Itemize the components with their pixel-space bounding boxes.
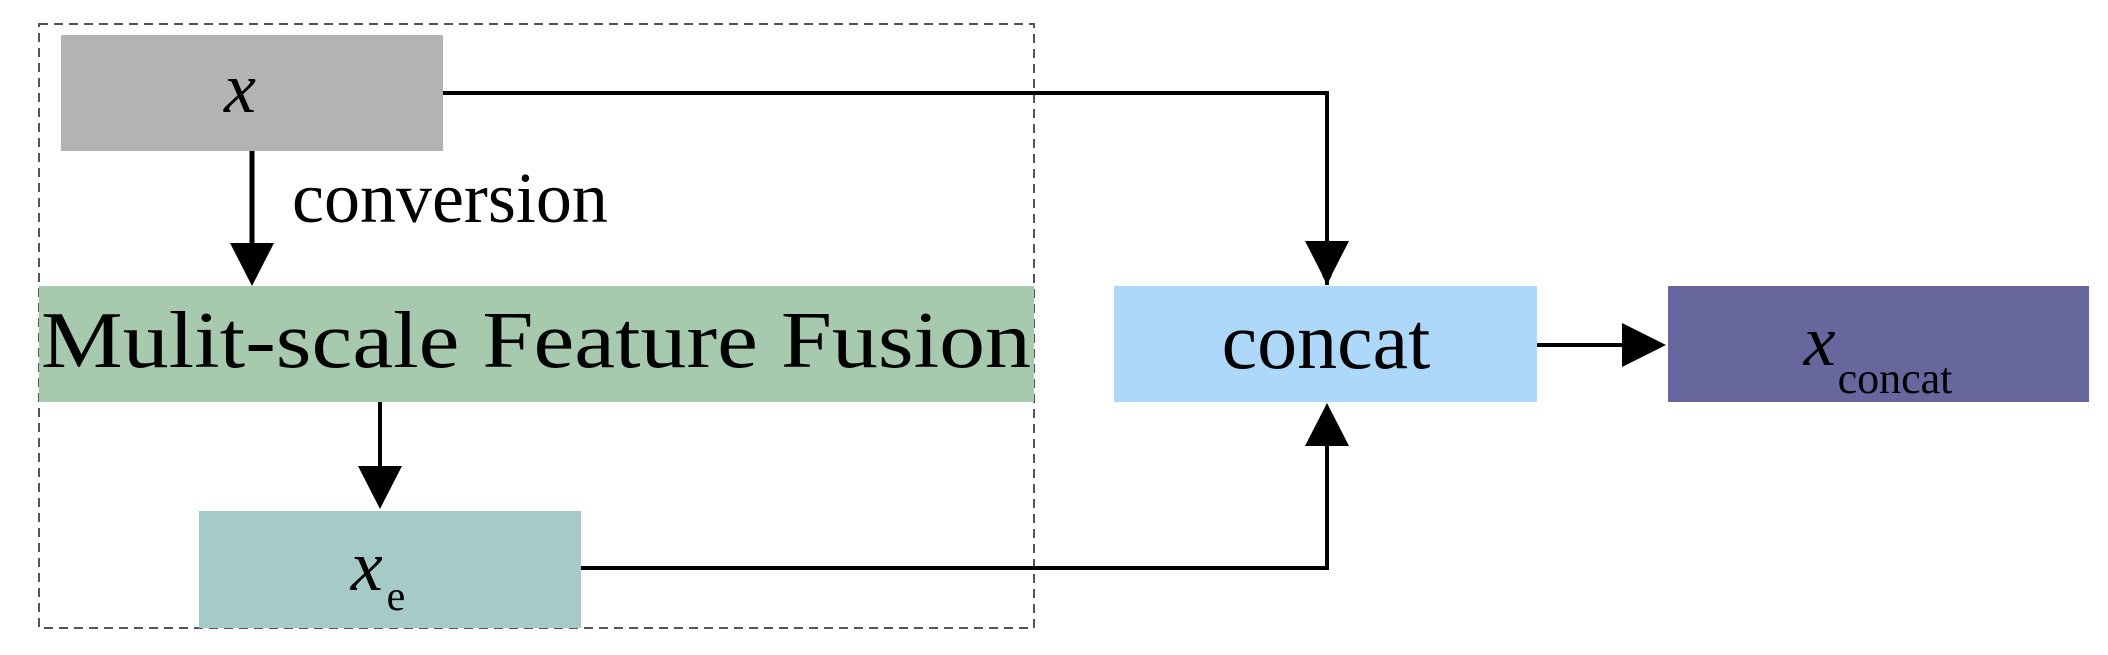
xe-subscript: e [387, 574, 406, 620]
arrow-xe-to-concat [581, 445, 1329, 570]
arrow-x-to-fusion-head [230, 243, 274, 286]
arrow-x-to-concat [443, 91, 1332, 285]
arrow-concat-to-output-head [1622, 323, 1666, 367]
concat-box [1114, 286, 1537, 402]
xe-label: xe [350, 526, 406, 620]
arrow-x-to-concat-head [1305, 241, 1349, 284]
output-xconcat-label: xconcat [1803, 301, 1953, 403]
fusion-label: Mulit-scale Feature Fusion [41, 297, 1031, 385]
conversion-label: conversion [292, 158, 608, 238]
arrow-fusion-to-xe-head [358, 466, 402, 509]
concat-label: concat [1222, 298, 1431, 386]
xe-box [199, 511, 581, 628]
xconcat-subscript: concat [1838, 354, 1953, 403]
fusion-box [39, 286, 1034, 402]
xe-symbol: x [350, 526, 383, 606]
input-x-box [61, 35, 443, 151]
input-x-label: x [223, 48, 256, 128]
arrow-xe-to-concat-head [1305, 403, 1349, 446]
xconcat-symbol: x [1803, 301, 1836, 381]
output-xconcat-box [1668, 286, 2089, 402]
